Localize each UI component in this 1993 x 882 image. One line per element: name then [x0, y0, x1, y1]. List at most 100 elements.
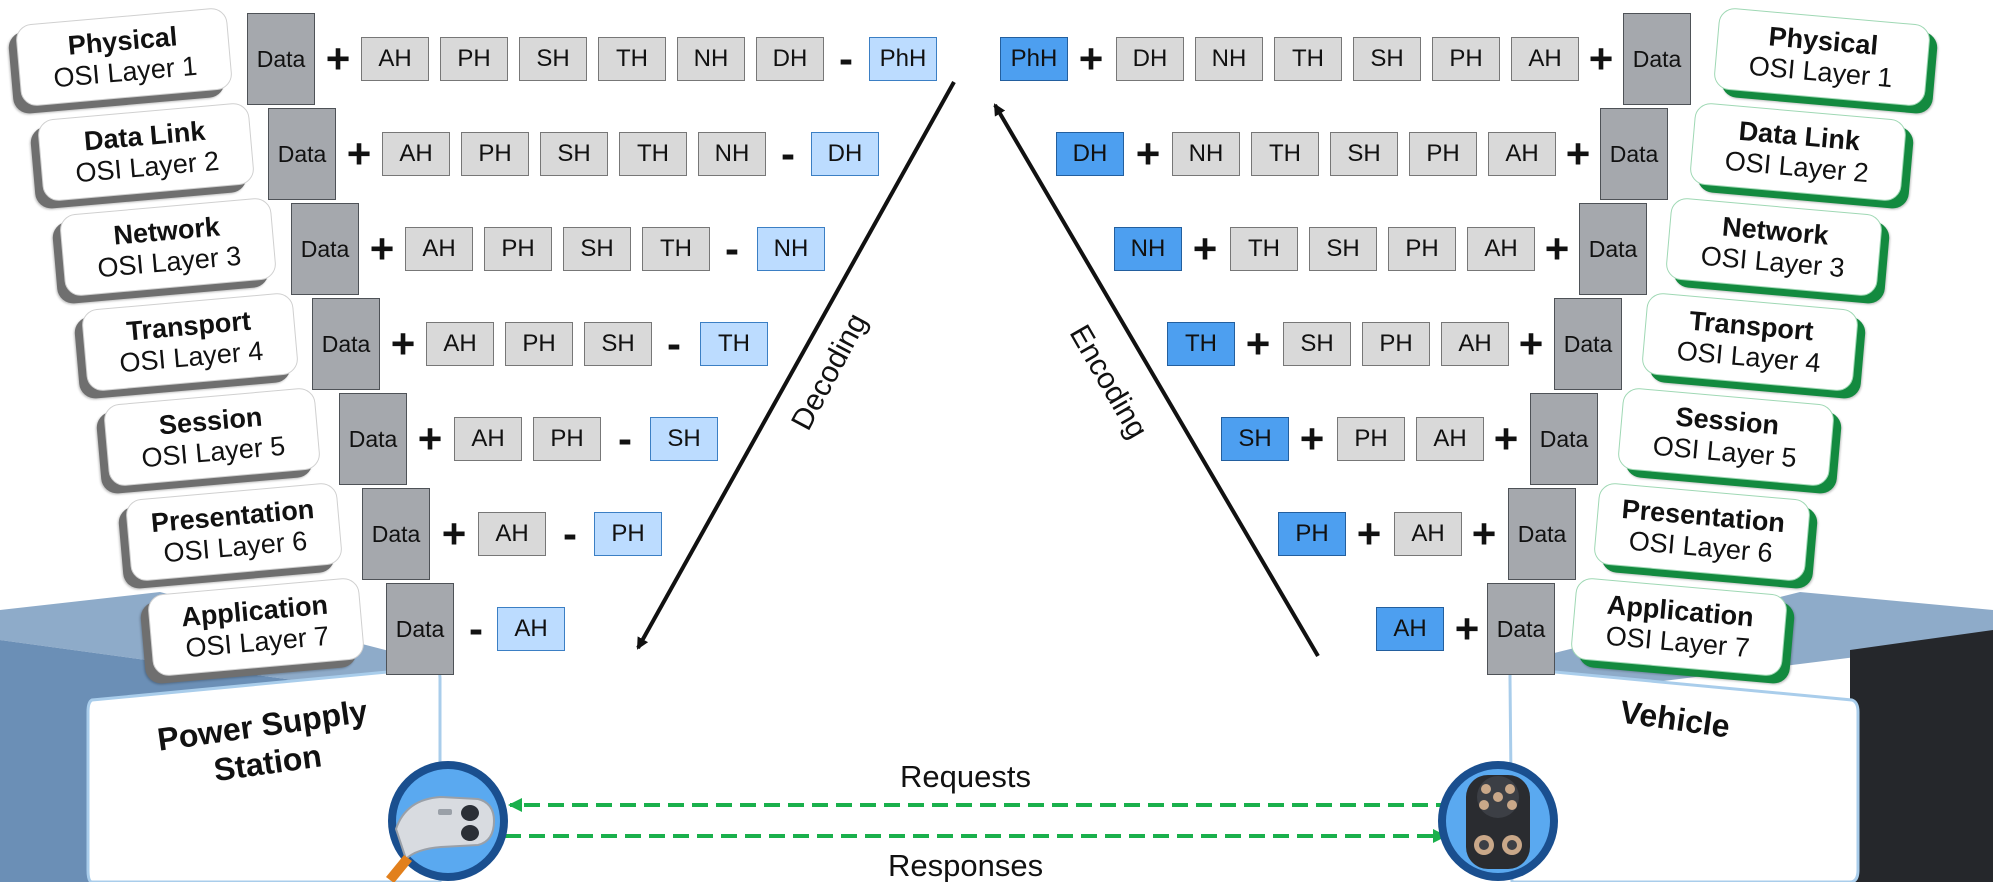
left-l5-plus: +	[417, 415, 443, 462]
right-l3-data: Data	[1579, 203, 1647, 295]
left-l1-data: Data	[247, 13, 315, 105]
right-l3-plus-a: +	[1192, 225, 1218, 272]
left-l2-data: Data	[268, 108, 336, 200]
right-l4-plus-a: +	[1245, 320, 1271, 367]
right-l6-added-ph: PH	[1278, 512, 1346, 556]
left-l4-plus: +	[390, 320, 416, 367]
left-l5-header-ah: AH	[454, 417, 522, 461]
left-l2-header-nh: NH	[698, 132, 766, 176]
right-l3-header-th: TH	[1230, 227, 1298, 271]
left-l1-plus: +	[325, 35, 351, 82]
left-l1-header-sh: SH	[519, 37, 587, 81]
left-l7-removed-ah: AH	[497, 607, 565, 651]
left-l4-header-ah: AH	[426, 322, 494, 366]
right-l6-plus-b: +	[1471, 510, 1497, 557]
left-l2-removed-dh: DH	[811, 132, 879, 176]
right-l3-added-nh: NH	[1114, 227, 1182, 271]
left-l3-minus: -	[725, 225, 739, 272]
right-l1-header-ah: AH	[1511, 37, 1579, 81]
right-l5-header-ah: AH	[1416, 417, 1484, 461]
left-l7-data: Data	[386, 583, 454, 675]
right-l6-header-ah: AH	[1394, 512, 1462, 556]
left-l1-header-ph: PH	[440, 37, 508, 81]
right-l7-data: Data	[1487, 583, 1555, 675]
right-l5-data: Data	[1530, 393, 1598, 485]
left-l4-minus: -	[667, 320, 681, 367]
left-l2-header-th: TH	[619, 132, 687, 176]
right-l3-header-ph: PH	[1388, 227, 1456, 271]
requests-label: Requests	[900, 759, 1031, 794]
left-l2-minus: -	[781, 130, 795, 177]
left-l6-data: Data	[362, 488, 430, 580]
right-l1-plus-a: +	[1078, 35, 1104, 82]
right-l4-added-th: TH	[1167, 322, 1235, 366]
right-l1-header-sh: SH	[1353, 37, 1421, 81]
left-l1-header-th: TH	[598, 37, 666, 81]
right-l1-header-dh: DH	[1116, 37, 1184, 81]
right-l1-header-ph: PH	[1432, 37, 1500, 81]
right-l3-plus-b: +	[1544, 225, 1570, 272]
right-l4-data: Data	[1554, 298, 1622, 390]
right-l1-header-nh: NH	[1195, 37, 1263, 81]
right-l2-header-sh: SH	[1330, 132, 1398, 176]
left-l6-plus: +	[441, 510, 467, 557]
right-l3-header-ah: AH	[1467, 227, 1535, 271]
decoding-arrow	[636, 81, 956, 650]
right-l1-added-phh: PhH	[1000, 37, 1068, 81]
right-l7-plus: +	[1454, 605, 1480, 652]
right-l2-header-ah: AH	[1488, 132, 1556, 176]
left-l1-removed-phh: PhH	[869, 37, 937, 81]
right-l6-data: Data	[1508, 488, 1576, 580]
encoding-arrow	[993, 103, 1320, 658]
right-l5-plus-b: +	[1493, 415, 1519, 462]
right-l2-plus-b: +	[1565, 130, 1591, 177]
charging-socket-icon	[1438, 761, 1558, 881]
left-l3-header-ph: PH	[484, 227, 552, 271]
left-l3-header-sh: SH	[563, 227, 631, 271]
right-l4-plus-b: +	[1518, 320, 1544, 367]
left-l3-data: Data	[291, 203, 359, 295]
left-l4-removed-th: TH	[700, 322, 768, 366]
right-l1-plus-b: +	[1588, 35, 1614, 82]
right-l4-header-ah: AH	[1441, 322, 1509, 366]
left-l4-data: Data	[312, 298, 380, 390]
left-l1-header-ah: AH	[361, 37, 429, 81]
left-l2-header-sh: SH	[540, 132, 608, 176]
right-l3-header-sh: SH	[1309, 227, 1377, 271]
left-l2-header-ph: PH	[461, 132, 529, 176]
left-l3-removed-nh: NH	[757, 227, 825, 271]
left-l3-header-th: TH	[642, 227, 710, 271]
left-l5-header-ph: PH	[533, 417, 601, 461]
left-l5-removed-sh: SH	[650, 417, 718, 461]
right-l7-added-ah: AH	[1376, 607, 1444, 651]
left-l7-minus: -	[469, 605, 483, 652]
left-l1-header-nh: NH	[677, 37, 745, 81]
left-l2-plus: +	[346, 130, 372, 177]
left-l4-header-ph: PH	[505, 322, 573, 366]
right-l2-header-th: TH	[1251, 132, 1319, 176]
left-l5-data: Data	[339, 393, 407, 485]
left-l6-header-ah: AH	[478, 512, 546, 556]
left-l1-minus: -	[839, 35, 853, 82]
right-l2-header-nh: NH	[1172, 132, 1240, 176]
right-l2-header-ph: PH	[1409, 132, 1477, 176]
right-l1-header-th: TH	[1274, 37, 1342, 81]
right-l5-plus-a: +	[1299, 415, 1325, 462]
charging-plug-icon	[386, 761, 508, 882]
right-l4-header-ph: PH	[1362, 322, 1430, 366]
right-l2-added-dh: DH	[1056, 132, 1124, 176]
right-l5-header-ph: PH	[1337, 417, 1405, 461]
left-l3-plus: +	[369, 225, 395, 272]
left-l6-minus: -	[563, 510, 577, 557]
right-l2-plus-a: +	[1135, 130, 1161, 177]
left-l5-minus: -	[618, 415, 632, 462]
right-l1-data: Data	[1623, 13, 1691, 105]
left-l6-removed-ph: PH	[594, 512, 662, 556]
right-platform-side	[1850, 630, 1993, 882]
right-l6-plus-a: +	[1356, 510, 1382, 557]
right-l5-added-sh: SH	[1221, 417, 1289, 461]
left-l2-header-ah: AH	[382, 132, 450, 176]
right-l4-header-sh: SH	[1283, 322, 1351, 366]
